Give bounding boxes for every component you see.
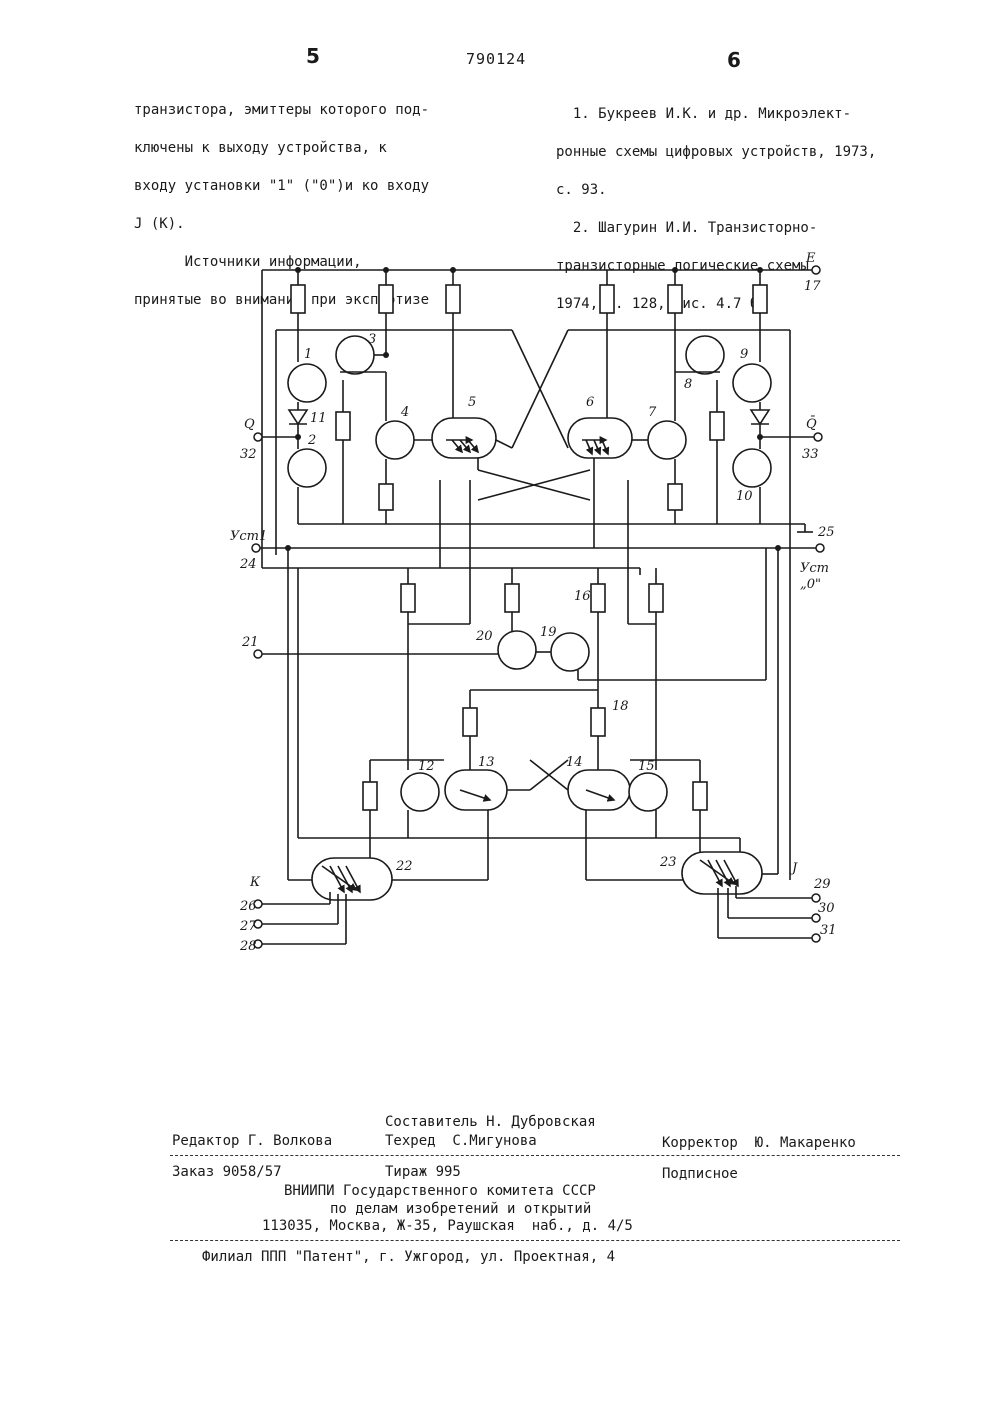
label-33: 33	[802, 447, 819, 462]
label-transistor-3: 3	[368, 332, 376, 347]
label-24: 24	[239, 557, 257, 572]
top-resistors	[291, 270, 767, 313]
label-transistor-7: 7	[648, 405, 657, 420]
label-21: 21	[241, 635, 259, 650]
input-gate-j	[682, 548, 812, 938]
label-27: 27	[239, 919, 257, 934]
label-transistor-8: 8	[684, 377, 692, 392]
label-q: Q	[244, 417, 255, 432]
label-17: 17	[804, 279, 821, 294]
label-transistor-10: 10	[736, 489, 753, 504]
compiler-line: Составитель Н. Дубровская	[385, 1112, 596, 1132]
label-26: 26	[239, 899, 257, 914]
circulation-line: Тираж 995	[385, 1162, 461, 1182]
label-transistor-15: 15	[638, 759, 655, 774]
label-transistor-13: 13	[478, 755, 495, 770]
label-transistor-2: 2	[307, 433, 316, 448]
label-transistor-14: 14	[566, 755, 583, 770]
label-e: E	[805, 251, 816, 266]
corrector-line: Корректор Ю. Макаренко	[662, 1133, 856, 1153]
label-transistor-20: 20	[475, 629, 493, 644]
label-31: 31	[820, 923, 837, 938]
subscription-line: Подписное	[662, 1164, 738, 1184]
address-line: 113035, Москва, Ж-35, Раушская наб., д. …	[262, 1216, 633, 1236]
order-line: Заказ 9058/57	[172, 1162, 282, 1182]
label-28: 28	[239, 939, 257, 954]
label-transistor-9: 9	[740, 347, 748, 362]
left-latch	[376, 313, 512, 524]
footer-divider-top	[170, 1155, 900, 1156]
label-16: 16	[574, 589, 591, 604]
branch-line: Филиал ППП "Патент", г. Ужгород, ул. Про…	[202, 1247, 615, 1267]
label-diode-11: 11	[310, 411, 327, 426]
editor-line: Редактор Г. Волкова	[172, 1131, 332, 1151]
label-30: 30	[818, 901, 835, 916]
label-transistor-4: 4	[400, 405, 409, 420]
label-ust0: Уст	[800, 561, 829, 576]
label-32: 32	[240, 447, 257, 462]
circuit-schematic: E 17 Q 32 1 2	[0, 0, 1000, 1000]
label-transistor-19: 19	[540, 625, 557, 640]
label-q-bar: Q̄	[806, 416, 817, 432]
label-ust1: Уст1	[230, 529, 267, 544]
label-gate-22: 22	[395, 859, 413, 874]
label-25: 25	[817, 525, 835, 540]
label-ust0-sub: „0"	[800, 577, 821, 592]
label-transistor-6: 6	[586, 395, 594, 410]
cross-coupling	[478, 330, 590, 500]
right-latch	[568, 313, 686, 524]
input-gate-k	[262, 548, 392, 944]
label-29: 29	[813, 877, 831, 892]
label-transistor-12: 12	[418, 759, 435, 774]
label-18: 18	[612, 699, 629, 714]
footer-divider-bottom	[170, 1240, 900, 1241]
label-transistor-5: 5	[468, 395, 476, 410]
label-gate-23: 23	[659, 855, 677, 870]
label-transistor-1: 1	[304, 347, 312, 362]
label-k: К	[249, 875, 261, 890]
techred-line: Техред С.Мигунова	[385, 1131, 537, 1151]
organization-line-1: ВНИИПИ Государственного комитета СССР	[284, 1181, 596, 1201]
set-reset-buses	[256, 458, 816, 575]
